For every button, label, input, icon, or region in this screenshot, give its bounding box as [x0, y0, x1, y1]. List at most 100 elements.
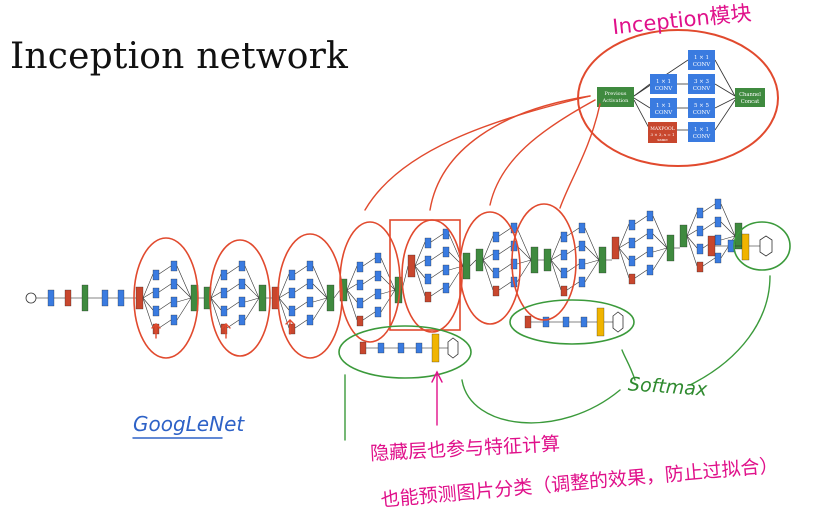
connector-line [244, 283, 260, 299]
conv-layer [578, 276, 586, 288]
connector-line [634, 269, 648, 279]
conv-layer [288, 305, 296, 317]
connector-line [346, 289, 358, 303]
connector-line [550, 259, 562, 273]
connector-line [634, 215, 648, 225]
aux-branch-circle [509, 299, 635, 345]
connector-line [618, 223, 630, 249]
connector-line [430, 233, 444, 243]
connector-line [158, 283, 172, 293]
svg-text:5 × 5: 5 × 5 [694, 103, 710, 109]
conv-1x1-block: 1 × 1 CONV [650, 74, 677, 94]
svg-text:CONV: CONV [693, 62, 712, 68]
arrow-annotation [364, 95, 591, 211]
connector-line [294, 319, 308, 329]
connector-line [566, 263, 580, 273]
arrow-annotation [431, 370, 443, 426]
connector-line [142, 297, 154, 329]
hand-annotations [132, 95, 791, 441]
connector-line [414, 241, 426, 267]
pool-layer [560, 285, 568, 297]
conv-1x1-block: 1 × 1 CONV [688, 50, 715, 70]
concat-layer [81, 284, 89, 312]
conv-layer [117, 289, 125, 307]
pool-layer [424, 291, 432, 303]
conv-layer [492, 249, 500, 261]
conv-layer [442, 246, 450, 258]
connector-line [634, 251, 648, 261]
conv-layer [492, 231, 500, 243]
connector-line [584, 245, 600, 261]
svg-text:same: same [657, 137, 668, 142]
output-node [759, 235, 773, 257]
conv-layer [170, 260, 178, 272]
conv-layer [424, 255, 432, 267]
connector-line [652, 215, 668, 249]
connector-line [158, 265, 172, 275]
conv-layer [628, 255, 636, 267]
connector-line [142, 297, 154, 311]
connector-line [362, 257, 376, 267]
page-title: Inception network [10, 36, 349, 77]
connector-line [498, 245, 512, 255]
connector-line [566, 245, 580, 255]
conv-layer [101, 289, 109, 307]
connector-line [652, 247, 668, 271]
connector-line [312, 297, 328, 303]
connector-line [430, 251, 444, 261]
conv-layer [442, 228, 450, 240]
connector-line [498, 227, 512, 237]
conv-layer [696, 225, 704, 237]
connector-line [176, 265, 192, 299]
conv-layer [238, 314, 246, 326]
conv-layer [47, 289, 55, 307]
conv-layer [628, 219, 636, 231]
conv-layer [578, 222, 586, 234]
connector-line [550, 253, 562, 261]
svg-text:Channel: Channel [739, 92, 761, 98]
conv-layer [442, 282, 450, 294]
connector-line [244, 297, 260, 321]
connector-line [346, 265, 358, 291]
conv-layer [220, 305, 228, 317]
conv-layer [424, 237, 432, 249]
output-node [612, 311, 624, 333]
concat-layer [679, 224, 688, 248]
network-layers [25, 198, 773, 363]
module-connectors [633, 59, 736, 131]
conv-layer [374, 306, 382, 318]
connector-line [550, 235, 562, 261]
connector-line [312, 265, 328, 299]
connector-line [380, 289, 396, 313]
conv-layer [442, 264, 450, 276]
pool-layer [220, 323, 228, 335]
conv-1x1-block: 1 × 1 CONV [688, 122, 715, 142]
pool-layer [64, 289, 72, 307]
arrow-annotation [429, 95, 591, 211]
connector-line [430, 287, 444, 297]
arrow-annotation [489, 99, 596, 206]
connector-line [584, 227, 600, 261]
connector-line [414, 259, 426, 267]
connector-line [244, 265, 260, 299]
connector-line [226, 283, 240, 293]
module-highlight-circle [133, 237, 199, 359]
svg-text:CONV: CONV [693, 110, 712, 116]
connector-line [278, 297, 290, 311]
conv-layer [152, 287, 160, 299]
conv-layer [580, 316, 588, 328]
output-circle [733, 221, 791, 271]
concat-layer [666, 234, 675, 262]
conv-layer [288, 287, 296, 299]
conv-layer [238, 296, 246, 308]
conv-layer [306, 314, 314, 326]
pool-layer [524, 315, 532, 329]
conv-layer [578, 258, 586, 270]
connector-line [294, 283, 308, 293]
arrow-annotation [285, 319, 295, 335]
connector-line [482, 259, 494, 291]
svg-text:MAXPOOL: MAXPOOL [650, 126, 674, 132]
connector-line [516, 245, 532, 261]
conv-layer [152, 269, 160, 281]
